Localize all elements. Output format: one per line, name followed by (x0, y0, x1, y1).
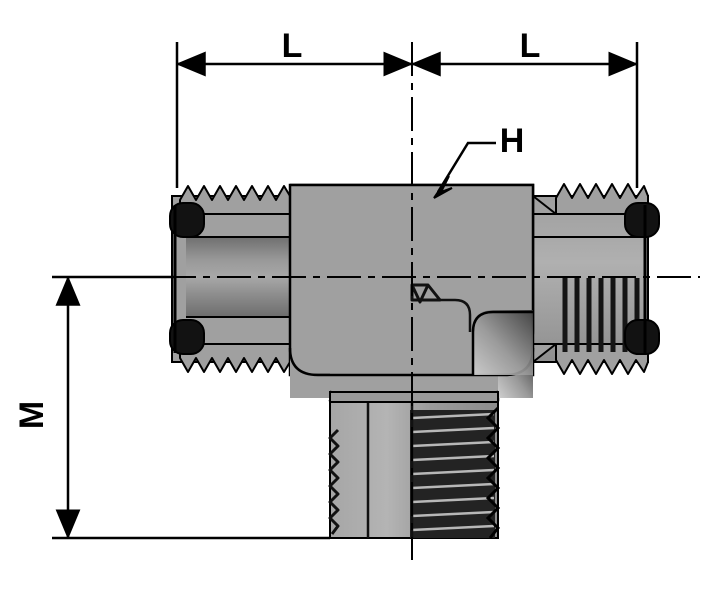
leader-line-h (436, 141, 496, 193)
branch-transition-shading (473, 310, 533, 375)
left-port-lower-oring (169, 319, 205, 355)
dimension-label-l-left: L (282, 27, 303, 65)
branch-transition-edge (471, 310, 533, 375)
bottom-port-thread-hatching (410, 406, 501, 539)
right-port-lower-oring (624, 319, 660, 355)
dimension-annotations: L L M H (13, 27, 639, 540)
body-bl-fillet-edge (288, 347, 330, 377)
body-bottom-shelf (329, 391, 499, 403)
dimension-label-m: M (13, 401, 51, 429)
bottom-tapered-thread-port (328, 391, 501, 539)
left-port-lower-threads (179, 343, 291, 373)
left-port-upper-oring (169, 202, 205, 238)
internal-drill-vee (410, 284, 430, 304)
fitting-geometry (169, 183, 660, 539)
leader-label-h: H (500, 122, 525, 160)
body-br-fillet-fill (498, 348, 533, 398)
right-port-upper-oring (624, 202, 660, 238)
bottom-port-right-thread-profile (485, 406, 501, 539)
centerlines (52, 42, 700, 560)
leader-arrow-h (433, 175, 453, 199)
bottom-port-left-thread-profile (328, 428, 340, 535)
body-bl-fillet-fill (290, 348, 330, 398)
dimension-label-l-right: L (520, 27, 541, 65)
right-male-thread-port (532, 183, 660, 375)
left-male-thread-port (169, 185, 291, 373)
left-port-upper-threads (179, 185, 291, 215)
internal-bore-turn (454, 298, 472, 332)
